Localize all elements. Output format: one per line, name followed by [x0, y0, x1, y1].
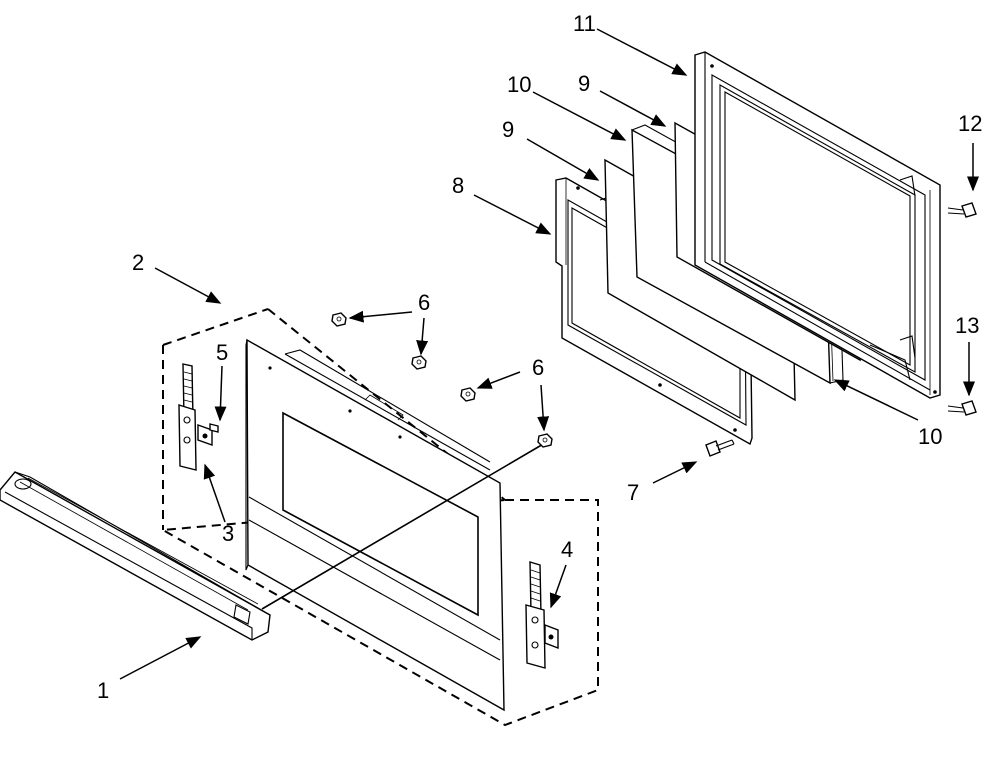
- handle-alignment-line: [261, 442, 546, 610]
- hinge-left-part-3: [178, 363, 213, 471]
- leader-arrows: [119, 28, 979, 680]
- nut-b: [411, 355, 427, 370]
- screw-part-7: [705, 439, 735, 457]
- callout-13: 13: [955, 313, 979, 338]
- callout-9-rear: 9: [578, 71, 590, 96]
- callout-8: 8: [452, 173, 464, 198]
- screw-part-13: [947, 400, 977, 416]
- callout-5: 5: [216, 340, 228, 365]
- callout-7: 7: [627, 480, 639, 505]
- door-outer-panel: [245, 338, 505, 712]
- callout-labels: 1 2 3 4 5 6 6 7 8 9 9 10 10 11 12 13: [97, 11, 982, 703]
- callout-12: 12: [958, 111, 982, 136]
- callout-10-bottom: 10: [918, 424, 942, 449]
- nut-a: [331, 312, 347, 327]
- screw-part-12: [947, 202, 977, 218]
- callout-2: 2: [132, 250, 144, 275]
- nut-part-6-group: [331, 312, 553, 448]
- callout-4: 4: [561, 537, 573, 562]
- callout-9-front: 9: [502, 117, 514, 142]
- door-handle-part-1: [0, 471, 271, 641]
- door-liner-part-11: [694, 51, 941, 399]
- callout-1: 1: [97, 678, 109, 703]
- callout-6-top: 6: [418, 290, 430, 315]
- callout-10-top: 10: [507, 72, 531, 97]
- hinge-right-part-4: [525, 561, 559, 669]
- nut-c: [460, 387, 476, 402]
- callout-6-right: 6: [532, 355, 544, 380]
- callout-11: 11: [573, 11, 596, 36]
- callout-3: 3: [222, 521, 234, 546]
- screw-part-5: [209, 423, 219, 433]
- assembly-outline-dashed: [159, 308, 599, 727]
- nut-d: [537, 433, 553, 448]
